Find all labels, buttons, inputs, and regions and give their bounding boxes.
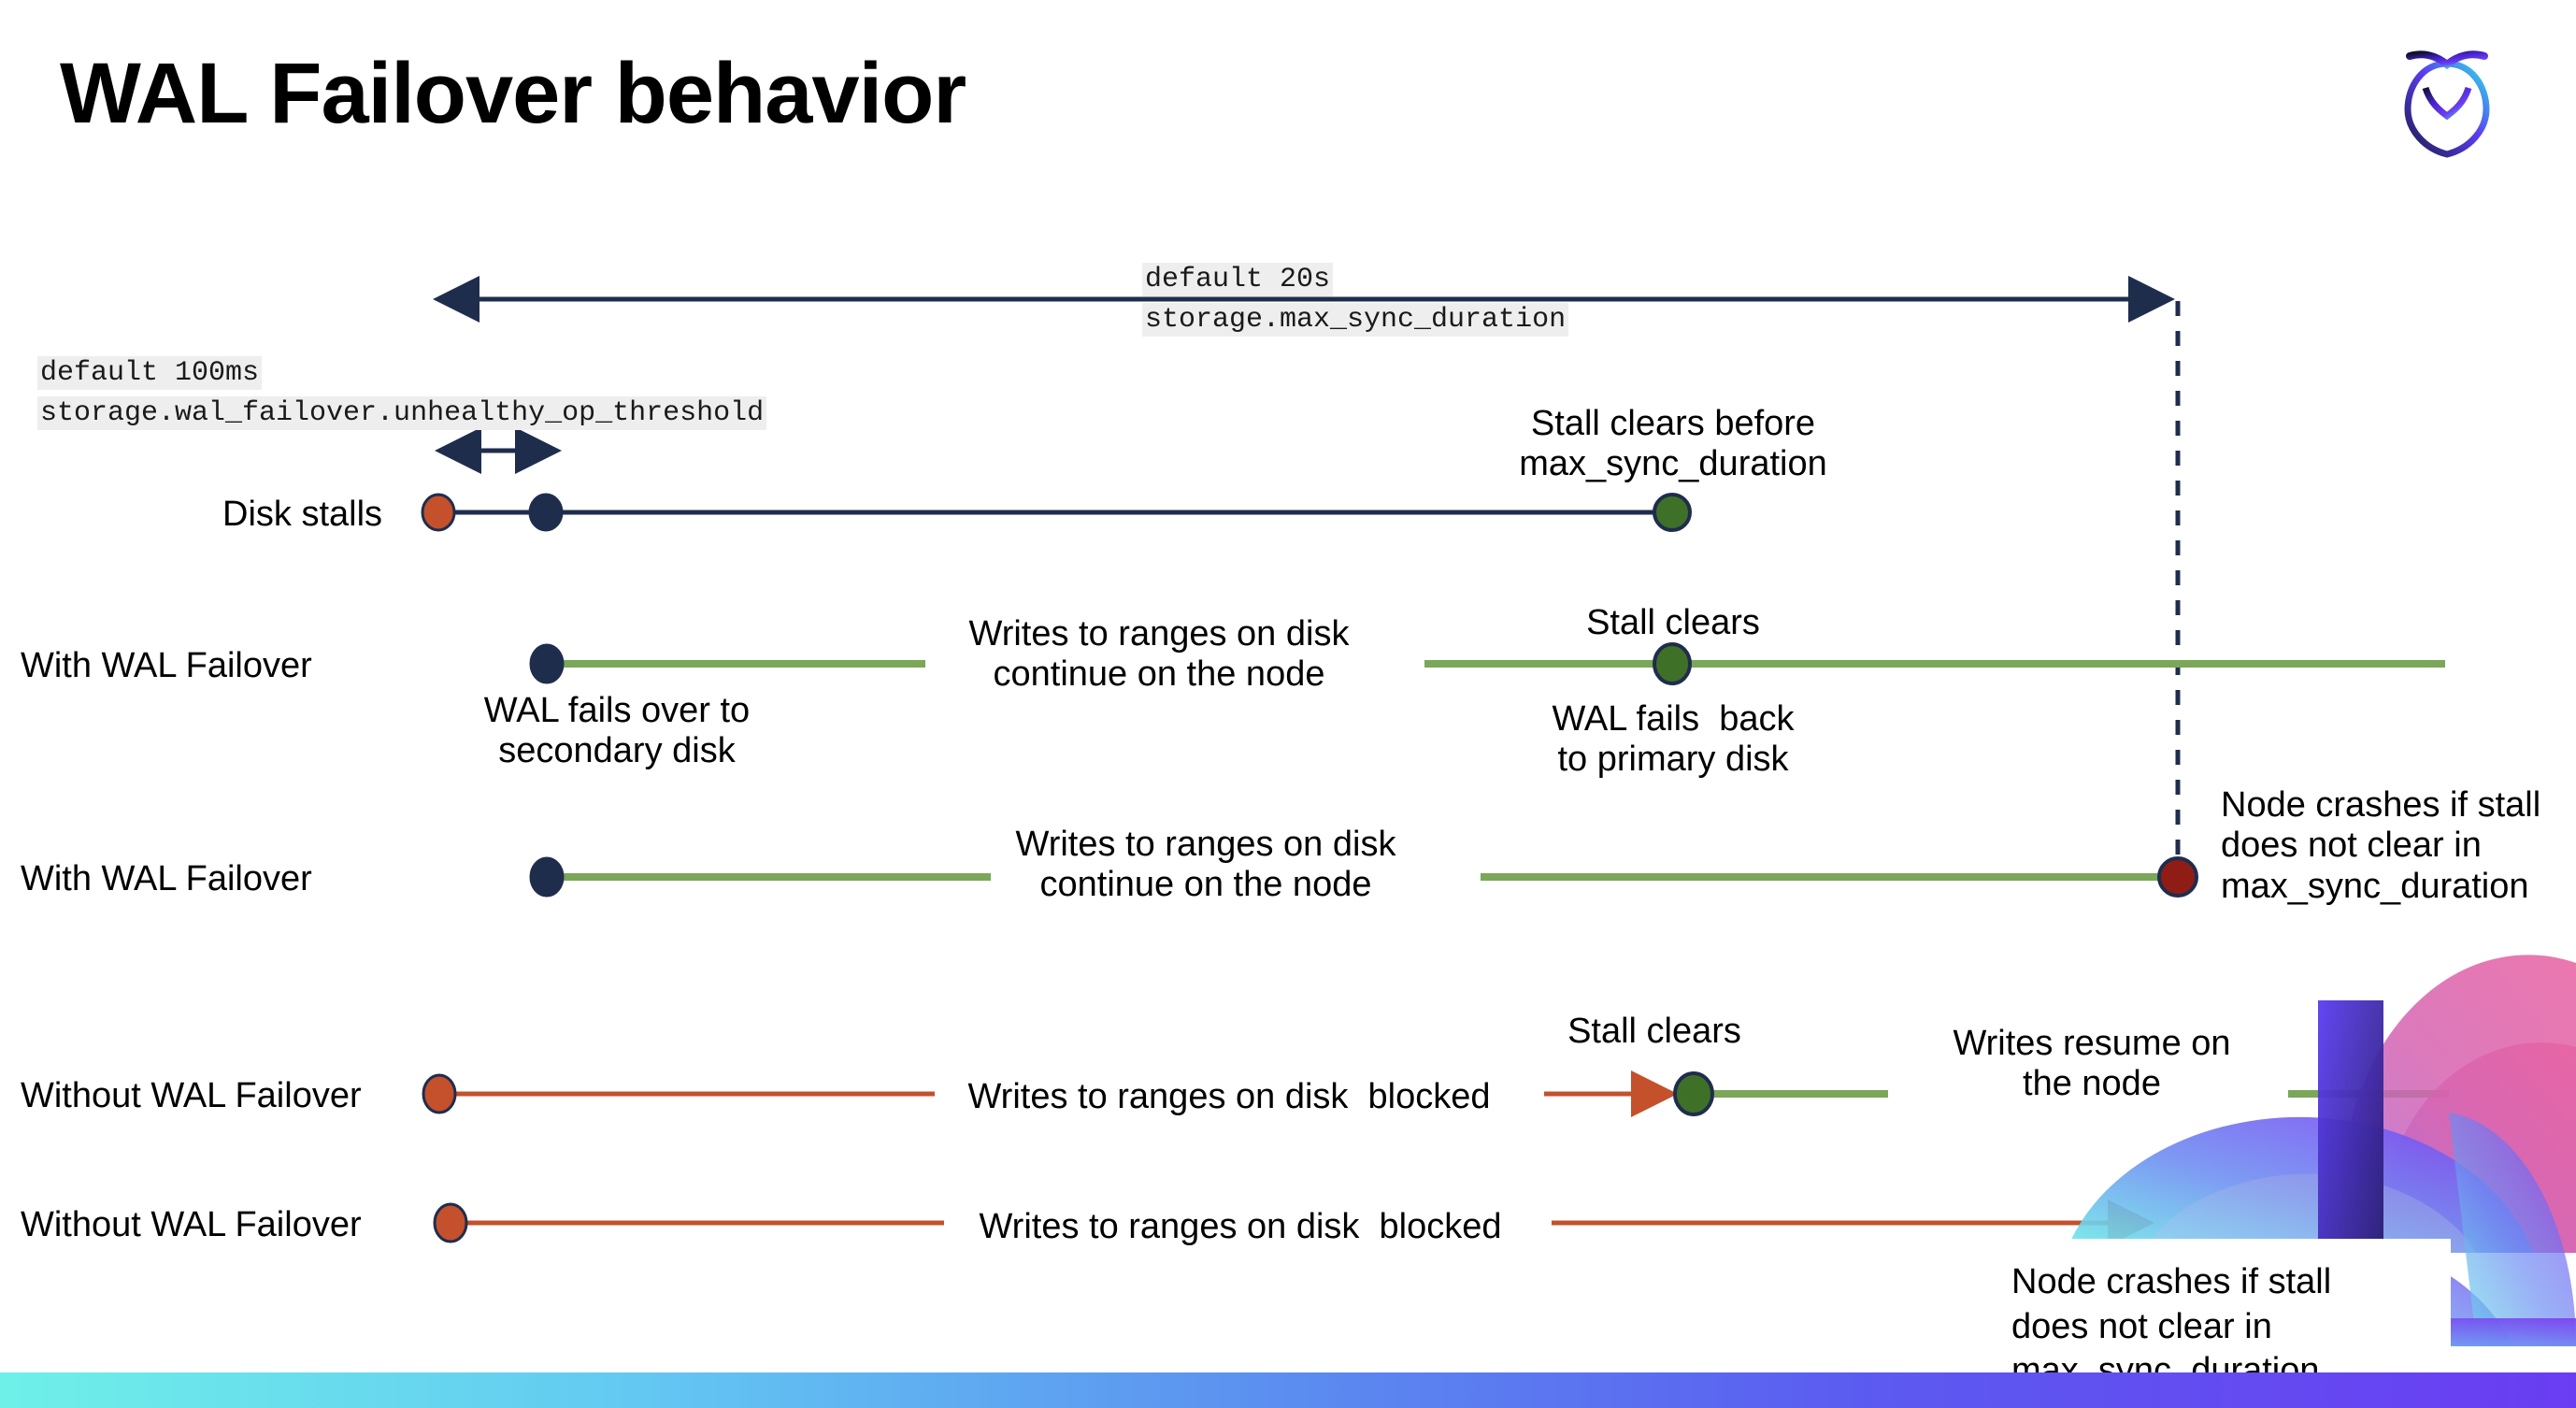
note-writes-blocked-row4: Writes to ranges on disk blocked [967, 1077, 1491, 1116]
row-label-with-wal-failover-2: With WAL Failover [21, 859, 312, 898]
marker-stall-clears [1653, 493, 1692, 532]
page-title: WAL Failover behavior [60, 46, 966, 141]
note-wal-fails-over: WAL fails over to secondary disk [483, 691, 751, 771]
cockroachdb-logo-icon [2382, 30, 2512, 165]
row-label-with-wal-failover-1: With WAL Failover [21, 646, 312, 685]
note-writes-continue-row2: Writes to ranges on disk continue on the… [1015, 825, 1396, 905]
marker-failover-start [529, 643, 565, 684]
marker-failover-start [529, 856, 565, 898]
unhealthy-threshold-default: default 100ms [37, 356, 263, 390]
note-writes-continue-row1: Writes to ranges on disk continue on the… [968, 614, 1350, 695]
marker-stall-start [433, 1202, 468, 1243]
note-wal-fails-back: WAL fails back to primary disk [1552, 699, 1795, 780]
marker-failover-point [528, 493, 564, 532]
note-node-crashes-row2: Node crashes if stall does not clear in … [2221, 785, 2541, 906]
note-stall-clears-row4: Stall clears [1567, 1012, 1741, 1051]
marker-node-crash [2157, 856, 2198, 898]
note-stall-clears-before-max-sync: Stall clears before max_sync_duration [1519, 404, 1827, 484]
row-label-without-wal-failover-1: Without WAL Failover [21, 1076, 362, 1115]
marker-stall-clears [1673, 1071, 1714, 1116]
marker-stall-start [421, 493, 456, 532]
note-stall-clears-row1: Stall clears [1586, 603, 1760, 642]
row-with-failover-crashes-track [529, 856, 2198, 898]
marker-stall-start [422, 1073, 457, 1114]
unhealthy-threshold-setting: storage.wal_failover.unhealthy_op_thresh… [37, 396, 767, 430]
row-with-failover-recovers-track [529, 642, 2445, 685]
note-writes-blocked-row5: Writes to ranges on disk blocked [979, 1207, 1502, 1246]
row-without-failover-crashes-track [433, 1200, 2154, 1246]
max-sync-duration-default: default 20s [1142, 263, 1334, 296]
bottom-gradient-bar [0, 1372, 2576, 1408]
note-writes-resume: Writes resume on the node [1953, 1024, 2231, 1104]
marker-stall-clears [1653, 642, 1692, 685]
row-label-disk-stalls: Disk stalls [222, 495, 383, 534]
row-label-without-wal-failover-2: Without WAL Failover [21, 1205, 362, 1244]
row-disk-stalls-track [421, 493, 1692, 532]
max-sync-duration-setting: storage.max_sync_duration [1142, 303, 1569, 337]
